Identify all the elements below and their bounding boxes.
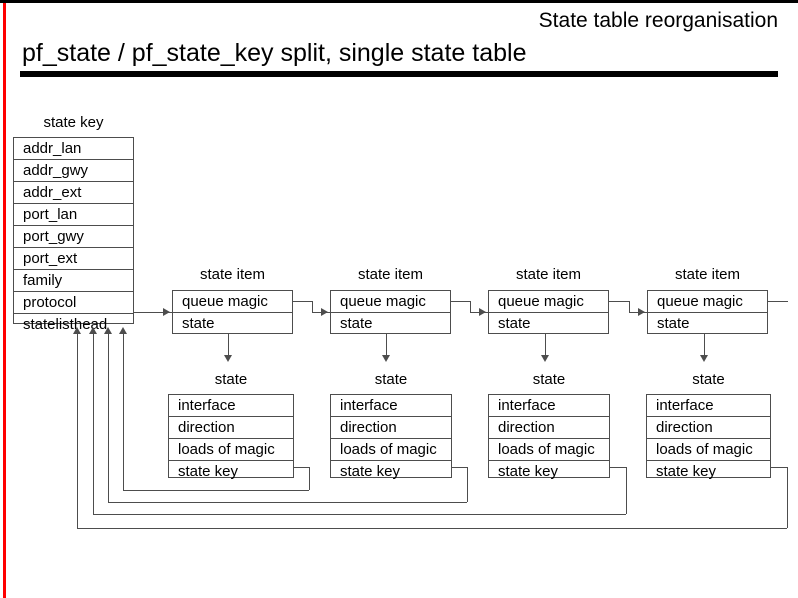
table-row: statelisthead <box>23 316 108 333</box>
connector-item4-tail <box>768 301 788 302</box>
connector-state2-key-return-seg-b <box>467 467 468 502</box>
connector-state1-key-return-seg-b <box>309 467 310 490</box>
arrow-head-icon <box>104 327 112 334</box>
connector-item3-to-item4-seg-b <box>629 301 630 312</box>
state-item-row: state <box>657 315 690 332</box>
state-box: interface direction loads of magic state… <box>488 394 610 480</box>
state-row: direction <box>331 417 451 439</box>
arrow-head-icon <box>321 308 328 316</box>
connector-item1-to-state1 <box>228 334 229 358</box>
state-item-row: queue magic <box>489 291 608 313</box>
connector-state3-key-return-seg-b <box>626 467 627 514</box>
state-row: state key <box>498 463 559 480</box>
arrow-head-icon <box>700 355 708 362</box>
connector-state1-key-return-seg-a <box>294 467 309 468</box>
connector-state2-key-return-seg-a <box>452 467 467 468</box>
connector-state4-key-return-seg-a <box>771 467 787 468</box>
state-item-box: queue magic state <box>488 290 609 334</box>
state-row: interface <box>647 395 770 417</box>
state-item-caption: state item <box>674 266 741 283</box>
table-row: addr_lan <box>14 138 133 160</box>
state-item-box: queue magic state <box>330 290 451 334</box>
state-row: state key <box>340 463 401 480</box>
table-row: addr_ext <box>14 182 133 204</box>
connector-state2-key-return-seg-c <box>108 502 467 503</box>
page-title: pf_state / pf_state_key split, single st… <box>22 39 527 67</box>
connector-state4-key-return-seg-b <box>787 467 788 528</box>
connector-item3-to-item4-seg-a <box>609 301 629 302</box>
top-rule <box>0 0 798 3</box>
connector-item4-to-state4 <box>704 334 705 358</box>
state-row: loads of magic <box>331 439 451 461</box>
arrow-head-icon <box>479 308 486 316</box>
connector-state4-key-return-seg-c <box>77 528 787 529</box>
connector-state3-key-return-seg-c <box>93 514 626 515</box>
state-row: loads of magic <box>647 439 770 461</box>
state-item-row: queue magic <box>648 291 767 313</box>
state-item-caption: state item <box>515 266 582 283</box>
state-box: interface direction loads of magic state… <box>646 394 771 480</box>
arrow-head-icon <box>541 355 549 362</box>
connector-state3-key-return-seg-a <box>610 467 626 468</box>
table-row: family <box>14 270 133 292</box>
arrow-head-icon <box>382 355 390 362</box>
arrow-head-icon <box>224 355 232 362</box>
state-box: interface direction loads of magic state… <box>330 394 452 480</box>
connector-state2-key-return-seg-d <box>108 333 109 502</box>
arrow-head-icon <box>163 308 170 316</box>
state-key-caption: state key <box>43 114 104 131</box>
state-key-table: addr_lan addr_gwy addr_ext port_lan port… <box>13 137 134 333</box>
state-box: interface direction loads of magic state… <box>168 394 294 480</box>
connector-item2-to-state2 <box>386 334 387 358</box>
state-row: loads of magic <box>489 439 609 461</box>
state-item-box: queue magic state <box>172 290 293 334</box>
connector-item1-to-item2-seg-a <box>293 301 312 302</box>
state-row: direction <box>647 417 770 439</box>
connector-statelisthead-to-item1 <box>134 312 172 313</box>
connector-item2-to-item3-seg-b <box>470 301 471 312</box>
connector-item2-to-item3-seg-a <box>451 301 470 302</box>
arrow-head-icon <box>638 308 645 316</box>
state-item-row: state <box>182 315 215 332</box>
table-row: port_gwy <box>14 226 133 248</box>
title-underline <box>20 71 778 77</box>
connector-item3-to-state3 <box>545 334 546 358</box>
state-item-caption: state item <box>199 266 266 283</box>
state-item-row: queue magic <box>173 291 292 313</box>
arrow-head-icon <box>89 327 97 334</box>
slide-kicker: State table reorganisation <box>538 9 778 32</box>
state-row: loads of magic <box>169 439 293 461</box>
state-row: direction <box>169 417 293 439</box>
table-row: port_ext <box>14 248 133 270</box>
state-item-row: state <box>498 315 531 332</box>
state-caption: state <box>214 371 248 388</box>
state-item-row: state <box>340 315 373 332</box>
connector-state1-key-return-seg-d <box>123 333 124 490</box>
table-row: protocol <box>14 292 133 314</box>
connector-state3-key-return-seg-d <box>93 333 94 514</box>
left-accent-bar <box>3 3 6 598</box>
state-row: interface <box>331 395 451 417</box>
state-row: interface <box>489 395 609 417</box>
state-item-row: queue magic <box>331 291 450 313</box>
arrow-head-icon <box>119 327 127 334</box>
connector-state1-key-return-seg-c <box>123 490 309 491</box>
connector-item1-to-item2-seg-b <box>312 301 313 312</box>
state-item-box: queue magic state <box>647 290 768 334</box>
table-row: addr_gwy <box>14 160 133 182</box>
arrow-head-icon <box>73 327 81 334</box>
table-row: port_lan <box>14 204 133 226</box>
state-row: state key <box>178 463 239 480</box>
state-caption: state <box>692 371 725 388</box>
state-row: state key <box>656 463 717 480</box>
connector-state4-key-return-seg-d <box>77 333 78 528</box>
state-row: direction <box>489 417 609 439</box>
state-item-caption: state item <box>357 266 424 283</box>
state-caption: state <box>374 371 408 388</box>
state-caption: state <box>532 371 566 388</box>
state-row: interface <box>169 395 293 417</box>
